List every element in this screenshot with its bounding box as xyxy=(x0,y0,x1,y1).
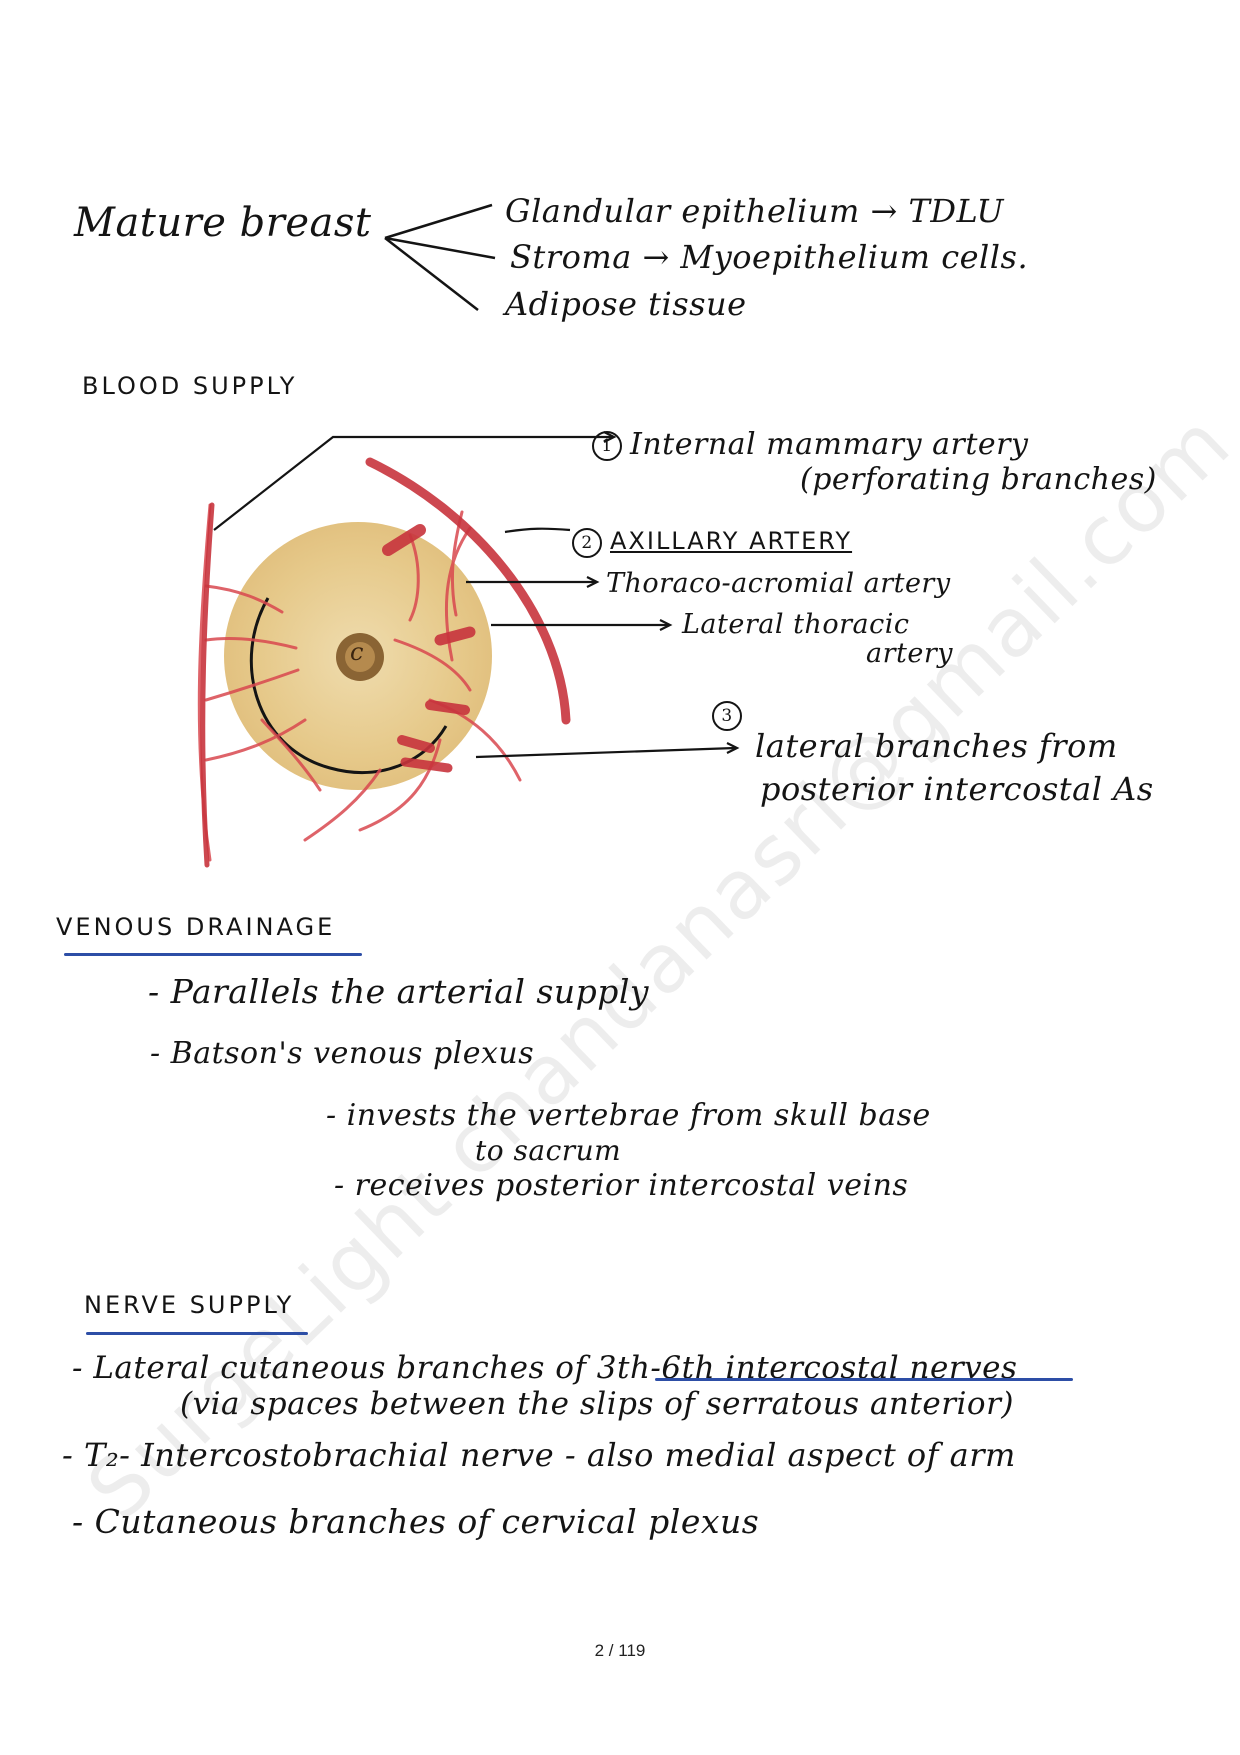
intro-branch-2: Stroma → Myoepithelium cells. xyxy=(510,238,1029,276)
thoraco-acromial-label: Thoraco-acromial artery xyxy=(606,568,951,599)
number-badge: 1 xyxy=(592,431,622,461)
intercostal-nerves-underline xyxy=(655,1378,1073,1381)
intro-branch-1: Glandular epithelium → TDLU xyxy=(505,192,1004,230)
internal-mammary-line2: (perforating branches) xyxy=(800,462,1157,497)
nerve-heading: NERVE SUPPLY xyxy=(84,1291,295,1319)
number-badge: 3 xyxy=(712,700,742,731)
lateral-thoracic-line2: artery xyxy=(866,638,953,669)
venous-sub-item-1: - invests the vertebrae from skull base xyxy=(326,1098,931,1133)
intercostal-line2: posterior intercostal As xyxy=(760,770,1154,808)
venous-heading: VENOUS DRAINAGE xyxy=(56,913,336,941)
intro-branch-3: Adipose tissue xyxy=(505,285,747,323)
axillary-title: AXILLARY ARTERY xyxy=(610,527,853,555)
lateral-thoracic-line1: Lateral thoracic xyxy=(682,609,910,640)
axillary-label: 2 AXILLARY ARTERY xyxy=(572,527,852,558)
intro-subject: Mature breast xyxy=(74,200,372,246)
intercostal-line1: lateral branches from xyxy=(755,727,1118,765)
venous-item-1: - Parallels the arterial supply xyxy=(148,972,650,1011)
intercostal-number: 3 xyxy=(712,700,750,731)
internal-mammary-line1: Internal mammary artery xyxy=(630,427,1029,462)
artery-main xyxy=(200,457,571,868)
venous-sub-item-2: to sacrum xyxy=(475,1134,622,1167)
nerve-heading-underline xyxy=(86,1332,308,1335)
venous-item-2: - Batson's venous plexus xyxy=(150,1036,535,1071)
venous-sub-item-3: - receives posterior intercostal veins xyxy=(334,1168,909,1203)
nerve-item-3: - Cutaneous branches of cervical plexus xyxy=(72,1502,760,1541)
internal-mammary-label: 1 Internal mammary artery xyxy=(592,427,1028,462)
intro-branch-lines xyxy=(384,203,496,311)
page-number: 2 / 119 xyxy=(594,1641,646,1660)
nerve-item-2: - T₂- Intercostobrachial nerve - also me… xyxy=(62,1436,1016,1474)
blood-supply-heading: BLOOD SUPPLY xyxy=(82,372,298,400)
breast-outline xyxy=(249,597,448,774)
number-badge: 2 xyxy=(572,527,602,558)
nipple-mark: c xyxy=(350,638,364,666)
venous-heading-underline xyxy=(64,953,362,956)
nerve-item-1-line2: (via spaces between the slips of serrato… xyxy=(180,1386,1014,1422)
